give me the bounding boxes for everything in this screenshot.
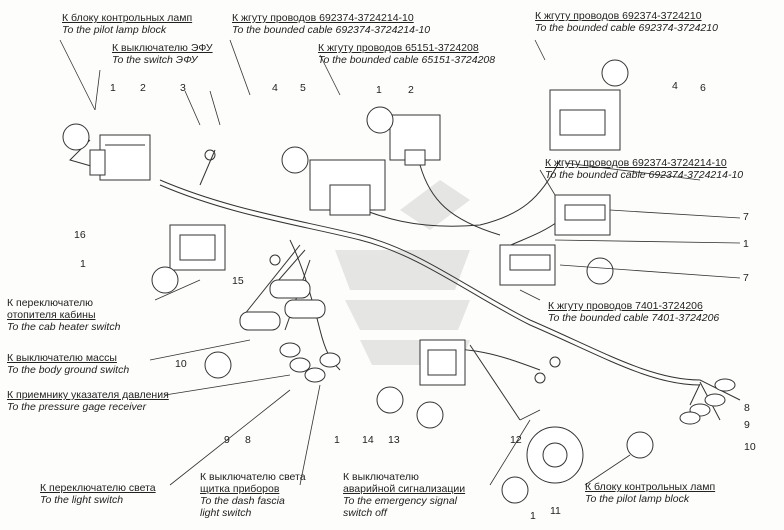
cap-terminals — [239, 279, 326, 331]
part-number: 7 — [743, 211, 749, 223]
terminal-group-9-8 — [279, 342, 341, 383]
label-en: To the pressure gage receiver — [7, 401, 147, 413]
part-number: 3 — [180, 82, 186, 94]
label-ru: К блоку контрольных ламп — [585, 481, 716, 493]
connector-7-upper — [554, 194, 611, 236]
label-pressure-gage-receiver: К приемнику указателя давления To the pr… — [7, 389, 169, 413]
part-number: 16 — [74, 229, 86, 241]
label-en: To the bounded cable 7401-3724206 — [548, 312, 720, 324]
part-number: 2 — [408, 84, 414, 96]
label-ru: К жгуту проводов 65151-3724208 — [318, 42, 479, 54]
label-cable-7401-3724206: К жгуту проводов 7401-3724206 To the bou… — [548, 300, 719, 324]
label-cable-692374-3724214-10-top: К жгуту проводов 692374-3724214-10 To th… — [232, 12, 430, 36]
label-en-line2: light switch — [200, 507, 252, 519]
label-ru: К жгуту проводов 692374-3724210 — [535, 10, 702, 22]
part-number: 12 — [510, 434, 522, 446]
label-en: To the pilot lamp block — [585, 493, 690, 505]
label-en: To the emergency signal — [343, 495, 458, 507]
label-ru-line2: отопителя кабины — [7, 309, 96, 321]
label-cable-692374-3724210: К жгуту проводов 692374-3724210 To the b… — [535, 10, 718, 34]
part-number: 13 — [388, 434, 400, 446]
part-number: 4 — [672, 80, 678, 92]
label-efu-switch: К выключателю ЭФУ To the switch ЭФУ — [112, 42, 213, 66]
connector-2-center — [389, 114, 441, 166]
part-number: 4 — [272, 82, 278, 94]
label-cab-heater-switch: К переключателю отопителя кабины To the … — [7, 297, 120, 333]
part-number: 1 — [80, 258, 86, 270]
label-en: To the bounded cable 692374-3724214-10 — [545, 169, 744, 181]
ring-terminals — [204, 149, 561, 384]
label-ru: К переключателю света — [40, 482, 156, 494]
label-ru: К переключателю — [7, 297, 93, 309]
right-terminal-bundle — [679, 378, 736, 425]
part-number: 1 — [530, 510, 536, 522]
part-number: 1 — [110, 82, 116, 94]
connector-6 — [549, 89, 621, 151]
connector-16 — [169, 224, 226, 271]
part-number: 8 — [245, 434, 251, 446]
label-emergency-signal-switch: К выключателю аварийной сигнализации To … — [343, 471, 465, 519]
label-en: To the bounded cable 692374-3724210 — [535, 22, 718, 34]
label-light-switch: К переключателю света To the light switc… — [40, 482, 156, 506]
label-ru: К жгуту проводов 692374-3724214-10 — [545, 157, 727, 169]
connector-2-left — [89, 134, 151, 181]
label-en: To the light switch — [40, 494, 124, 506]
connector-11 — [526, 426, 584, 484]
part-number: 14 — [362, 434, 374, 446]
label-pilot-lamp-block-top: К блоку контрольных ламп To the pilot la… — [62, 12, 192, 36]
part-number: 9 — [224, 434, 230, 446]
label-en-line2: switch off — [343, 507, 387, 519]
label-en: To the bounded cable 692374-3724214-10 — [232, 24, 431, 36]
connector-5 — [309, 159, 386, 216]
label-ru: К блоку контрольных ламп — [62, 12, 193, 24]
label-en: To the dash fascia — [200, 495, 285, 507]
label-ru: К жгуту проводов 692374-3724214-10 — [232, 12, 414, 24]
label-ru: К выключателю массы — [7, 352, 117, 364]
part-number: 2 — [140, 82, 146, 94]
part-number: 6 — [700, 82, 706, 94]
label-dash-fascia-light-switch: К выключателю света щитка приборов To th… — [200, 471, 306, 519]
label-body-ground-switch: К выключателю массы To the body ground s… — [7, 352, 129, 376]
label-pilot-lamp-block-bottom: К блоку контрольных ламп To the pilot la… — [585, 481, 715, 505]
watermark-logo — [335, 180, 470, 365]
detail-circles — [62, 59, 654, 504]
part-number: 8 — [744, 402, 750, 414]
label-ru: К выключателю света — [200, 471, 306, 483]
label-ru-line2: щитка приборов — [200, 483, 280, 495]
label-en: To the pilot lamp block — [62, 24, 167, 36]
label-ru-line2: аварийной сигнализации — [343, 483, 466, 495]
connector-14 — [419, 339, 466, 386]
label-en: To the bounded cable 65151-3724208 — [318, 54, 496, 66]
part-number: 15 — [232, 275, 244, 287]
part-number: 10 — [744, 441, 756, 453]
part-number: 1 — [376, 84, 382, 96]
label-en: To the body ground switch — [7, 364, 130, 376]
connector-7-lower — [499, 244, 556, 286]
label-ru: К выключателю — [343, 471, 419, 483]
leader-lines — [59, 39, 741, 486]
part-number: 5 — [300, 82, 306, 94]
part-number: 10 — [175, 358, 187, 370]
label-en: To the cab heater switch — [7, 321, 121, 333]
main-harness — [159, 179, 701, 381]
label-ru: К приемнику указателя давления — [7, 389, 169, 401]
part-number: 11 — [550, 505, 561, 517]
label-ru: К жгуту проводов 7401-3724206 — [548, 300, 703, 312]
label-cable-692374-3724214-10-right: К жгуту проводов 692374-3724214-10 To th… — [545, 157, 743, 181]
part-number: 7 — [743, 272, 749, 284]
label-cable-65151-3724208: К жгуту проводов 65151-3724208 To the bo… — [318, 42, 495, 66]
part-number: 1 — [334, 434, 340, 446]
part-number: 1 — [743, 238, 749, 250]
label-en: To the switch ЭФУ — [112, 54, 198, 66]
part-number: 9 — [744, 419, 750, 431]
label-ru: К выключателю ЭФУ — [112, 42, 213, 54]
